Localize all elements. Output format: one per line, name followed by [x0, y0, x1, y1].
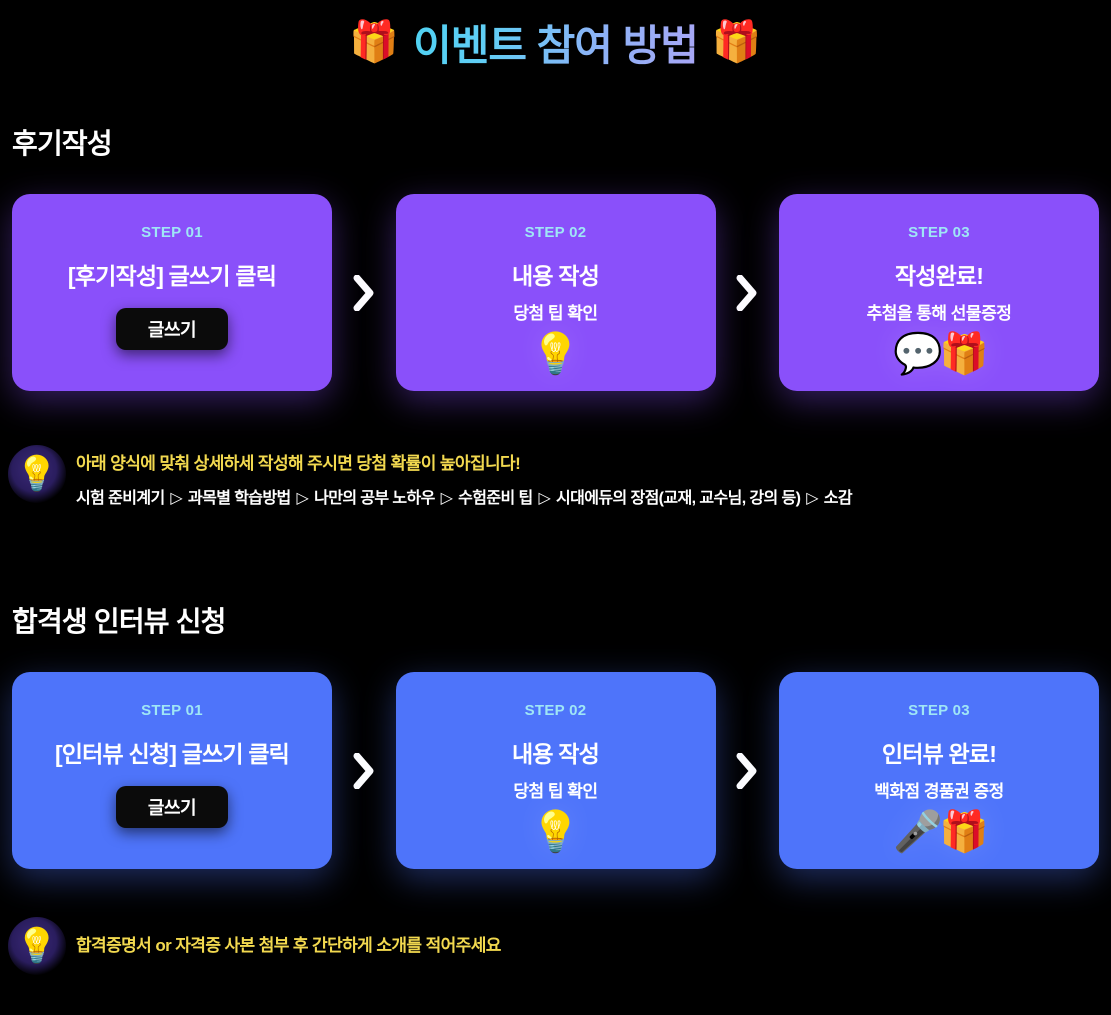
gift-icon-right: 🎁: [711, 20, 762, 64]
steps-row: STEP 01 [후기작성] 글쓰기 클릭 글쓰기 STEP 02 내용 작성 …: [0, 194, 1111, 391]
step-separator-icon: ▷: [166, 490, 186, 507]
lightbulb-icon: 💡: [6, 915, 68, 977]
step-subtitle: 당첨 팁 확인: [513, 782, 598, 801]
step-label: STEP 02: [524, 702, 587, 719]
lightbulb-icon: 💡: [530, 810, 581, 854]
note-step-item: 수험준비 팁: [458, 490, 533, 507]
step-title: 작성완료!: [894, 263, 984, 289]
steps-row: STEP 01 [인터뷰 신청] 글쓰기 클릭 글쓰기 STEP 02 내용 작…: [0, 672, 1111, 869]
note-block-review: 💡 아래 양식에 맞춰 상세하세 작성해 주시면 당첨 확률이 높아집니다! 시…: [0, 443, 1111, 508]
step-arrow-2: [716, 194, 780, 391]
section-heading: 합격생 인터뷰 신청: [12, 606, 226, 637]
speech-bubble-gift-icon: 💬🎁: [893, 332, 989, 376]
note-step-item: 소감: [823, 490, 853, 507]
step-separator-icon: ▷: [534, 490, 554, 507]
gift-icon-left: 🎁: [349, 20, 400, 64]
step-card-1: STEP 01 [후기작성] 글쓰기 클릭 글쓰기: [12, 194, 332, 391]
step-label: STEP 03: [908, 224, 970, 241]
chevron-right-icon: [353, 274, 374, 311]
step-arrow-1: [332, 672, 396, 869]
microphone-gift-icon: 🎤🎁: [893, 810, 989, 854]
step-card-3: STEP 03 인터뷰 완료! 백화점 경품권 증정 🎤🎁: [779, 672, 1099, 869]
lightbulb-icon: 💡: [6, 443, 68, 505]
step-separator-icon: ▷: [802, 490, 822, 507]
page-title-bar: 🎁 이벤트 참여 방법 🎁: [0, 0, 1111, 84]
step-label: STEP 01: [141, 702, 203, 719]
step-arrow-2: [716, 672, 780, 869]
write-post-button[interactable]: 글쓰기: [116, 786, 228, 828]
note-highlight-text: 합격증명서 or 자격증 사본 첨부 후 간단하게 소개를 적어주세요: [76, 936, 501, 955]
step-card-2: STEP 02 내용 작성 당첨 팁 확인 💡: [395, 672, 716, 869]
section-interview-apply: 합격생 인터뷰 신청 STEP 01 [인터뷰 신청] 글쓰기 클릭 글쓰기 S…: [0, 600, 1111, 977]
step-title: [인터뷰 신청] 글쓰기 클릭: [54, 741, 290, 767]
section-heading: 후기작성: [12, 128, 113, 159]
step-label: STEP 02: [524, 224, 587, 241]
step-title: 내용 작성: [511, 263, 600, 289]
lightbulb-glyph: 💡: [15, 455, 59, 493]
note-step-item: 시험 준비계기: [76, 490, 165, 507]
lightbulb-glyph: 💡: [15, 927, 59, 965]
step-subtitle: 백화점 경품권 증정: [874, 782, 1004, 801]
step-title: 내용 작성: [511, 741, 600, 767]
chevron-right-icon: [736, 752, 757, 789]
note-step-item: 과목별 학습방법: [187, 490, 291, 507]
chevron-right-icon: [736, 274, 757, 311]
step-subtitle: 추첨을 통해 선물증정: [866, 304, 1012, 323]
write-post-button[interactable]: 글쓰기: [116, 308, 228, 350]
section-review-write: 후기작성 STEP 01 [후기작성] 글쓰기 클릭 글쓰기 STEP 02 내…: [0, 122, 1111, 508]
note-lines: 합격증명서 or 자격증 사본 첨부 후 간단하게 소개를 적어주세요: [76, 915, 501, 956]
step-separator-icon: ▷: [292, 490, 313, 507]
step-card-3: STEP 03 작성완료! 추첨을 통해 선물증정 💬🎁: [779, 194, 1099, 391]
step-separator-icon: ▷: [436, 490, 457, 507]
note-lines: 아래 양식에 맞춰 상세하세 작성해 주시면 당첨 확률이 높아집니다! 시험 …: [76, 443, 853, 508]
chevron-right-icon: [353, 752, 374, 789]
note-step-item: 나만의 공부 노하우: [314, 490, 435, 507]
step-label: STEP 03: [908, 702, 970, 719]
step-title: 인터뷰 완료!: [881, 741, 997, 767]
page-title: 이벤트 참여 방법: [413, 12, 699, 73]
step-subtitle: 당첨 팁 확인: [513, 304, 598, 323]
step-title: [후기작성] 글쓰기 클릭: [67, 263, 277, 289]
note-highlight-text: 아래 양식에 맞춰 상세하세 작성해 주시면 당첨 확률이 높아집니다!: [76, 454, 521, 473]
note-block-interview: 💡 합격증명서 or 자격증 사본 첨부 후 간단하게 소개를 적어주세요: [0, 915, 1111, 977]
step-arrow-1: [332, 194, 396, 391]
note-steps-text: 시험 준비계기 ▷ 과목별 학습방법 ▷ 나만의 공부 노하우 ▷ 수험준비 팁…: [76, 484, 853, 508]
step-label: STEP 01: [141, 224, 203, 241]
step-card-2: STEP 02 내용 작성 당첨 팁 확인 💡: [395, 194, 716, 391]
step-card-1: STEP 01 [인터뷰 신청] 글쓰기 클릭 글쓰기: [12, 672, 332, 869]
lightbulb-icon: 💡: [530, 332, 581, 376]
note-step-item: 시대에듀의 장점(교재, 교수님, 강의 등): [556, 490, 801, 507]
